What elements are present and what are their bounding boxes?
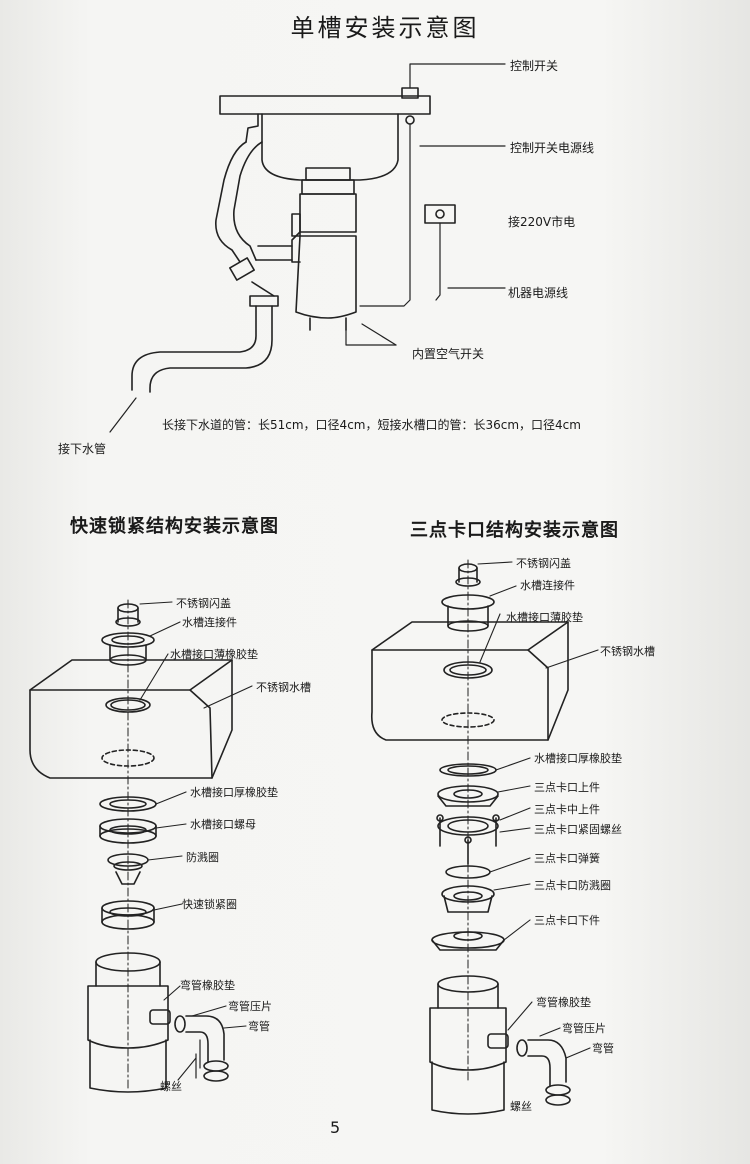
left-label-flange: 不锈钢闪盖 xyxy=(176,597,231,610)
right-label-flange: 不锈钢闪盖 xyxy=(516,557,571,570)
left-label-thick-gasket: 水槽接口厚橡胶垫 xyxy=(190,786,278,799)
page-number: 5 xyxy=(330,1118,341,1137)
right-label-screw: 螺丝 xyxy=(510,1100,532,1113)
left-label-nut: 水槽接口螺母 xyxy=(190,818,256,831)
left-label-elbow-gasket: 弯管橡胶垫 xyxy=(180,979,235,992)
right-label-lower: 三点卡口下件 xyxy=(534,914,600,927)
label-machine-cable: 机器电源线 xyxy=(508,286,569,300)
three-point-drawing xyxy=(370,559,599,1115)
left-label-thin-gasket: 水槽接口薄橡胶垫 xyxy=(170,648,258,661)
top-diagram-title: 单槽安装示意图 xyxy=(290,14,480,42)
left-label-sink: 不锈钢水槽 xyxy=(256,681,311,694)
right-label-splash: 三点卡口防溅圈 xyxy=(534,879,611,892)
label-air-switch: 内置空气开关 xyxy=(412,347,485,361)
right-label-thin-gasket: 水槽接口薄胶垫 xyxy=(506,611,583,624)
left-label-splash: 防溅圈 xyxy=(186,851,219,864)
label-control-switch: 控制开关 xyxy=(510,59,559,73)
left-label-connector: 水槽连接件 xyxy=(182,616,237,629)
pipe-spec-note: 长接下水道的管：长51cm，口径4cm，短接水槽口的管：长36cm，口径4cm xyxy=(162,418,581,432)
quick-lock-drawing xyxy=(29,599,253,1093)
quick-lock-title: 快速锁紧结构安装示意图 xyxy=(70,516,279,537)
left-label-lock-ring: 快速锁紧圈 xyxy=(182,898,237,911)
right-label-sink: 不锈钢水槽 xyxy=(600,645,655,658)
three-point-title: 三点卡口结构安装示意图 xyxy=(410,520,619,541)
right-label-middle-upper: 三点卡中上件 xyxy=(534,803,600,816)
right-label-elbow-clamp: 弯管压片 xyxy=(562,1022,606,1035)
left-label-elbow: 弯管 xyxy=(248,1020,270,1033)
left-label-elbow-clamp: 弯管压片 xyxy=(228,1000,272,1013)
right-label-thick-gasket: 水槽接口厚橡胶垫 xyxy=(534,752,622,765)
left-label-screw: 螺丝 xyxy=(160,1080,182,1093)
right-label-connector: 水槽连接件 xyxy=(520,579,575,592)
right-label-screws: 三点卡口紧固螺丝 xyxy=(534,823,622,836)
single-sink-drawing xyxy=(109,63,506,433)
right-label-spring: 三点卡口弹簧 xyxy=(534,852,600,865)
right-label-elbow-gasket: 弯管橡胶垫 xyxy=(536,996,591,1009)
right-label-upper: 三点卡口上件 xyxy=(534,781,600,794)
label-switch-cable: 控制开关电源线 xyxy=(510,141,595,155)
label-mains: 接220V市电 xyxy=(508,215,576,229)
label-drain-pipe: 接下水管 xyxy=(58,442,107,456)
right-label-elbow: 弯管 xyxy=(592,1042,614,1055)
